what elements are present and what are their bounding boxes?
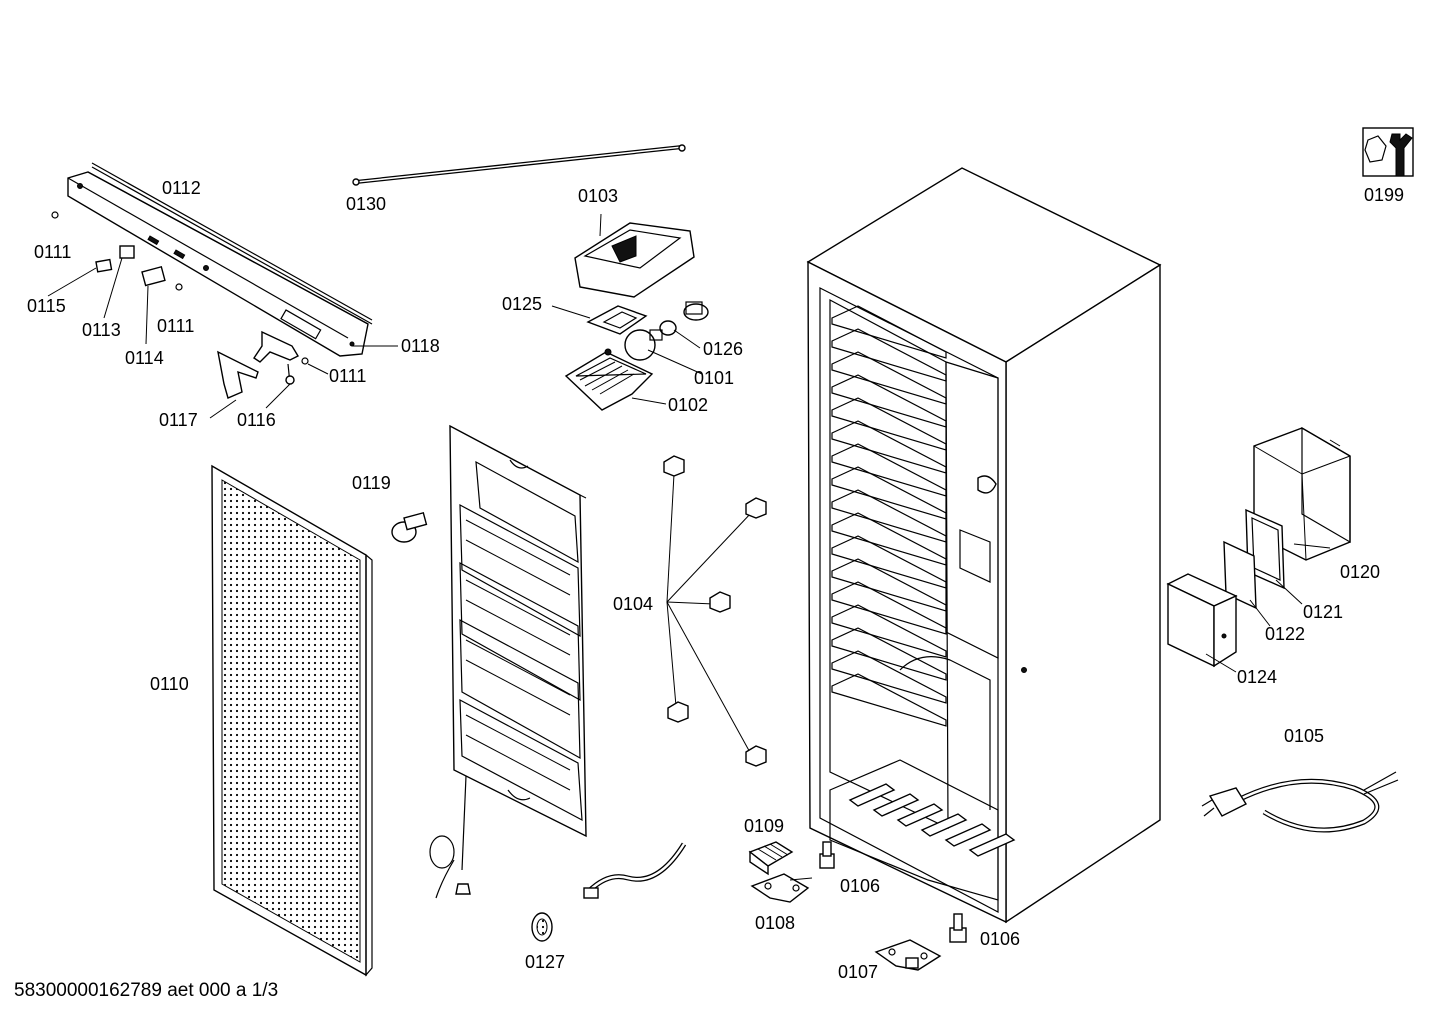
part-0124-box (1166, 573, 1238, 668)
cabinet-shelf-rail (831, 305, 947, 359)
label-0119: 0119 (352, 473, 391, 493)
part-0105-power-cord (1201, 771, 1399, 833)
label-0118: 0118 (401, 336, 440, 356)
label-0116: 0116 (237, 410, 276, 430)
part-0127-grommet (531, 912, 553, 942)
wrench-tool-icon (1362, 127, 1414, 177)
part-0110-rear-panel (211, 464, 373, 977)
label-0111-b: 0111 (157, 316, 194, 336)
label-0127: 0127 (525, 952, 565, 972)
part-0130-rod (352, 144, 686, 186)
part-0103-light-housing (574, 213, 695, 298)
part-0126-socket (624, 301, 709, 361)
cabinet-bottom-bar (896, 803, 944, 827)
label-0102: 0102 (668, 395, 708, 415)
part-0121-board (1245, 508, 1285, 590)
part-0125-gasket (586, 305, 648, 335)
label-0111-c: 0111 (329, 366, 366, 386)
label-0104: 0104 (613, 594, 653, 614)
label-0105: 0105 (1284, 726, 1324, 746)
label-0121: 0121 (1303, 602, 1343, 622)
label-0120: 0120 (1340, 562, 1380, 582)
cabinet-bottom-bar (872, 793, 920, 817)
label-0107: 0107 (838, 962, 878, 982)
label-0103: 0103 (578, 186, 618, 206)
label-0130: 0130 (346, 194, 386, 214)
cabinet-shelf-rail (831, 604, 947, 658)
part-0107-hinge (874, 939, 942, 971)
part-0108-hinge (750, 873, 810, 903)
label-0126: 0126 (703, 339, 743, 359)
part-0119-knob (391, 511, 428, 543)
cabinet-shelf-rail (831, 650, 947, 704)
label-0125: 0125 (502, 294, 542, 314)
part-0112-rail (67, 162, 373, 357)
part-cabinet (806, 167, 1162, 924)
label-0124: 0124 (1237, 667, 1277, 687)
label-0108: 0108 (755, 913, 795, 933)
label-0106-a: 0106 (840, 876, 880, 896)
label-0199: 0199 (1364, 185, 1404, 205)
label-0109: 0109 (744, 816, 784, 836)
part-condenser-panel (429, 424, 587, 899)
part-cable-harness (583, 842, 687, 899)
label-0112: 0112 (162, 178, 201, 198)
drawing-reference-footer: 58300000162789 aet 000 a 1/3 (14, 980, 279, 1001)
label-0115: 0115 (27, 296, 66, 316)
cabinet-shelf-rail (831, 673, 947, 727)
label-0122: 0122 (1265, 624, 1305, 644)
small-rail-parts (51, 211, 309, 399)
leader-lines (47, 257, 1331, 881)
cabinet-bottom-bar (944, 823, 992, 847)
label-0111-a: 0111 (34, 242, 71, 262)
label-0113: 0113 (82, 320, 121, 340)
cabinet-shelf-rail (831, 627, 947, 681)
label-0114: 0114 (125, 348, 164, 368)
cabinet-bottom-bar (848, 783, 896, 807)
part-0109-block (748, 841, 794, 876)
part-0106-foot-left (819, 841, 835, 869)
label-0101: 0101 (694, 368, 734, 388)
label-0117: 0117 (159, 410, 198, 430)
label-0110: 0110 (150, 674, 189, 694)
cabinet-bottom-bar (968, 833, 1016, 857)
part-0106-foot-right (949, 913, 967, 943)
part-0102-lamp-cover (564, 348, 654, 411)
part-0104-clips (663, 455, 767, 767)
cabinet-bottom-bar (920, 813, 968, 837)
label-0106-b: 0106 (980, 929, 1020, 949)
